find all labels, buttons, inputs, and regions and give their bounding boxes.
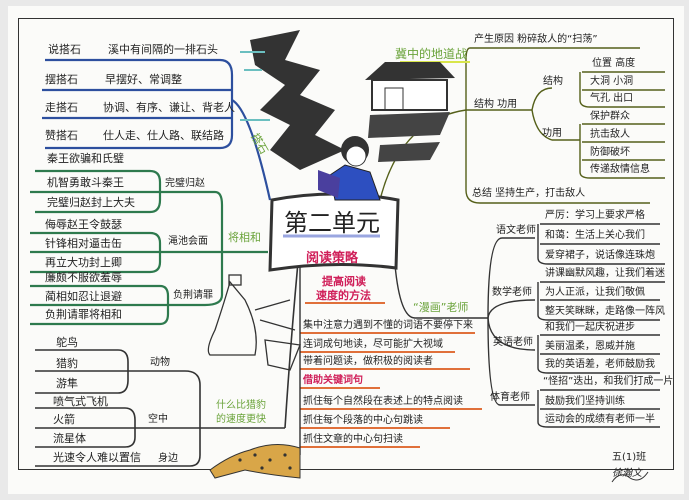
branch-label-tunnel: 冀中的地道战: [395, 47, 468, 61]
method-item: 集中注意力遇到不懂的词语不要停下来: [303, 320, 473, 331]
teacher-item: 讲课幽默风趣，让我们着迷: [545, 268, 665, 279]
method-item: 连词成句地读，尽可能扩大视域: [303, 339, 443, 350]
speed-item: 鸵鸟: [56, 336, 78, 349]
method-item: 抓住每个段落的中心句跳读: [303, 415, 423, 426]
method-item: 带着问题读，做积极的阅读者: [303, 356, 433, 367]
teacher-item: 和我们一起庆祝进步: [545, 322, 635, 333]
stone-detail: 早摆好、常调整: [105, 73, 182, 86]
teacher-label: 语文老师: [496, 225, 536, 236]
method-item: 抓住每个自然段在表述上的特点阅读: [303, 396, 463, 407]
teacher-item: 运动会的成绩有老师一半: [545, 414, 655, 425]
group-label: 空中: [148, 414, 168, 425]
teacher-item: 和蔼：生活上关心我们: [545, 230, 645, 241]
tunnel-summary: 总结 坚持生产，打击敌人: [472, 188, 586, 199]
tunnel-item: 抗击敌人: [590, 129, 630, 140]
general-minister-lines: [30, 169, 268, 326]
speed-item: 喷气式飞机: [53, 395, 108, 408]
reading-speed-underlines: [299, 262, 482, 455]
cheetah-lines: [35, 261, 299, 467]
teacher-label: 数学老师: [492, 287, 532, 298]
page-title: 第二单元: [284, 209, 380, 237]
tunnel-item: 防御破坏: [590, 147, 630, 158]
stone-detail: 仕人走、仕人路、联结路: [103, 129, 224, 142]
tunnel-item: 传递敌情信息: [590, 164, 650, 175]
story-item: 机智勇敢斗秦王: [47, 176, 124, 189]
stone-term: 赞搭石: [45, 129, 78, 142]
teacher-label: 体育老师: [490, 392, 530, 403]
speed-item: 火箭: [53, 413, 75, 426]
tunnel-structure-function: 结构 功用: [474, 99, 518, 110]
center-scroll: [268, 192, 400, 272]
stone-term: 走搭石: [45, 101, 78, 114]
signature-scribble: [611, 471, 649, 483]
story-item: 廉颇不服欲羞辱: [45, 271, 122, 284]
branch-label-teachers: “漫画”老师: [413, 301, 469, 314]
method-item: 抓住文章的中心句扫读: [303, 434, 403, 445]
teacher-item: “怪招”迭出，和我们打成一片: [543, 376, 674, 387]
page-subtitle: 阅读策略: [306, 251, 359, 266]
stepping-stones-illustration: [240, 30, 345, 170]
teachers-lines: [394, 223, 665, 428]
group-label: 负荆请罪: [173, 290, 213, 301]
boy-reading-illustration: [318, 136, 381, 201]
story-item: 侮辱赵王令鼓瑟: [45, 218, 122, 231]
story-item: 再立大功封上卿: [45, 256, 122, 269]
story-item: 完璧归赵封上大夫: [47, 196, 135, 209]
tunnel-lines: [379, 47, 665, 204]
story-item: 秦王欲骗和氏璧: [47, 152, 124, 165]
group-label: 完璧归赵: [165, 178, 205, 189]
branch-label-cheetah: 的速度更快: [216, 414, 266, 425]
tunnel-item: 保护群众: [590, 111, 630, 122]
tunnel-item: 气孔 出口: [590, 93, 634, 104]
group-label: 渑池会面: [168, 236, 208, 247]
page-frame: [18, 18, 674, 470]
branch-label-cheetah: 什么比猎豹: [216, 400, 266, 411]
tunnel-house-illustration: [365, 62, 455, 162]
stepping-stones-lines: [42, 58, 272, 201]
teacher-item: 我的英语差，老师鼓励我: [545, 359, 655, 370]
class-name: 五(1)班: [612, 452, 647, 463]
group-label: 结构: [543, 76, 563, 87]
minister-figures-illustration: [207, 274, 301, 371]
stone-detail: 溪中有间隔的一排石头: [108, 43, 218, 56]
tunnel-reason: 产生原因 粉碎敌人的“扫荡”: [474, 34, 598, 45]
branch-label-general-minister: 将相和: [228, 231, 261, 244]
speed-item: 光速令人难以置信: [53, 451, 141, 464]
teacher-item: 严厉：学习上要求严格: [545, 210, 645, 221]
speed-item: 猎豹: [56, 357, 78, 370]
teacher-item: 美丽温柔，恩威并施: [545, 341, 635, 352]
stone-term: 说搭石: [48, 43, 81, 56]
cheetah-illustration: [209, 444, 301, 479]
teacher-label: 英语老师: [493, 337, 533, 348]
signature: 徐瀚文: [612, 468, 642, 479]
teacher-item: 为人正派，让我们敬佩: [545, 287, 645, 298]
teacher-item: 整天笑眯眯，走路像一阵风: [545, 306, 665, 317]
tunnel-item: 位置 高度: [592, 58, 636, 69]
stone-detail: 协调、有序、谦让、背老人: [103, 101, 235, 114]
speed-item: 流星体: [53, 432, 86, 445]
speed-item: 游隼: [56, 377, 78, 390]
story-item: 针锋相对逼击缶: [45, 237, 122, 250]
group-label: 动物: [150, 357, 170, 368]
stone-term: 摆搭石: [45, 73, 78, 86]
branch-label-reading-speed: 速度的方法: [316, 289, 371, 302]
branch-label-reading-speed: 提高阅读: [322, 275, 366, 288]
group-label: 功用: [542, 128, 562, 139]
group-label: 身边: [158, 453, 178, 464]
story-item: 负荆请罪将相和: [45, 308, 122, 321]
method-item: 借助关键词句: [303, 375, 363, 386]
story-item: 蔺相如忍让退避: [45, 290, 122, 303]
tunnel-item: 大洞 小洞: [590, 76, 634, 87]
teacher-item: 爱穿裙子，说话像连珠炮: [545, 250, 655, 261]
teacher-item: 鼓励我们坚持训练: [545, 396, 625, 407]
